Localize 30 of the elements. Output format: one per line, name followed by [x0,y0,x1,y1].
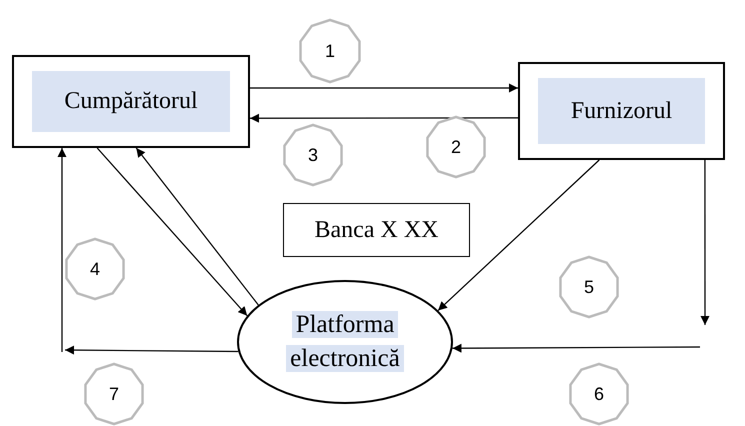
arrow [452,344,700,353]
process-ellipse [237,280,453,404]
step-number: 6 [594,382,604,406]
arrow [136,148,259,306]
arrow [250,83,518,92]
step-number-decagon [282,124,344,186]
step-number-decagon [568,363,630,425]
arrow [700,160,710,325]
arrow [250,114,518,123]
step-number: 5 [584,276,594,299]
step-number: 2 [450,136,461,159]
step-number-decagon [83,363,145,425]
step-number: 3 [308,144,318,167]
step-number-decagon [64,238,126,300]
process-box [518,62,725,160]
node-label: Furnizorul [538,78,705,144]
step-number-decagon [425,116,487,178]
arrow [57,148,66,352]
node-label: Cumpărătorul [32,71,230,132]
node-label: Banca X XX [314,216,438,245]
step-number-decagon [298,19,362,83]
process-box [12,55,250,148]
process-box [283,203,470,257]
step-number: 1 [324,40,335,63]
step-number-decagon [558,256,620,318]
arrow [438,160,600,311]
step-number: 7 [108,382,119,406]
step-number: 4 [90,258,100,281]
arrow [96,148,248,316]
arrow [65,346,238,355]
